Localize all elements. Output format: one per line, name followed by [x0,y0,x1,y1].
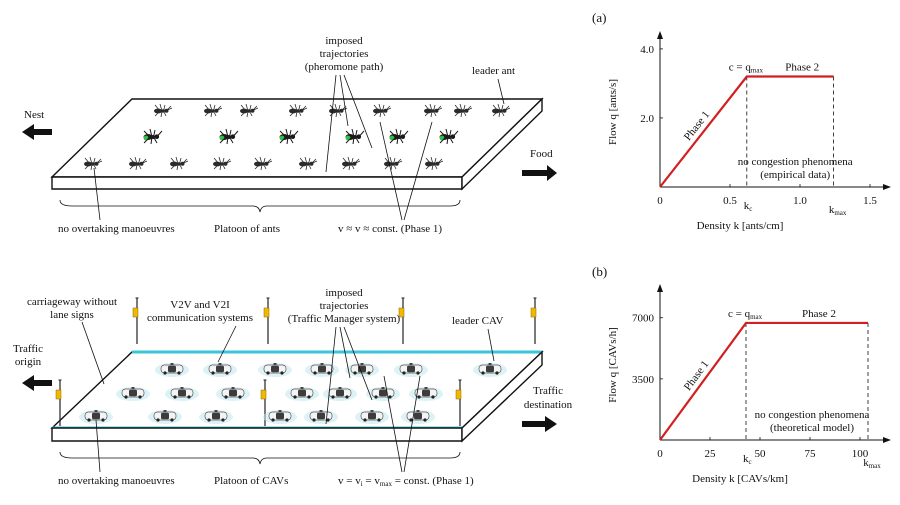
note-line-2: (empirical data) [760,169,830,181]
kc-label: kc [743,453,752,466]
x-tick-label: 1.0 [793,195,807,207]
y-tick-label: 7000 [632,313,655,325]
no-overtaking-cavs-pointer [95,419,101,473]
food-label: Food [530,148,553,160]
svg-text:(Traffic Manager system): (Traffic Manager system) [288,313,401,325]
y-axis-arrow [657,284,663,292]
note-line-1: no congestion phenomena [755,409,870,421]
kmax-label: kmax [829,204,847,217]
ant-platform [50,97,544,191]
svg-text:trajectories: trajectories [320,300,369,312]
kc-label: kc [744,200,753,213]
svg-text:Traffic: Traffic [13,343,43,355]
cav-imposed-trajectories-label: imposed trajectories (Traffic Manager sy… [288,287,401,325]
svg-text:(pheromone path): (pheromone path) [305,61,384,73]
velocity-ants-pointers [379,121,433,221]
svg-text:imposed: imposed [325,35,363,47]
y-tick-label: 4.0 [640,44,654,56]
x-tick-label: 100 [852,448,869,460]
svg-text:lane signs: lane signs [50,309,94,321]
phase2-label: Phase 2 [802,308,836,320]
svg-text:carriageway without: carriageway without [27,296,117,308]
no-overtaking-cavs-label: no overtaking manoeuvres [58,475,175,487]
x-tick-label: 1.5 [863,195,877,207]
v2v-label: V2V and V2I communication systems [147,299,253,324]
carriageway-label: carriageway without lane signs [27,296,117,321]
capacity-label: c = qmax [728,308,763,321]
traffic-destination-arrow [522,416,557,432]
note-line-1: no congestion phenomena [738,156,853,168]
svg-text:communication systems: communication systems [147,312,253,324]
svg-text:Traffic: Traffic [533,385,563,397]
x-tick-label: 0 [657,195,663,207]
flow-density-line [659,321,868,441]
leader-ant-label: leader ant [472,65,515,77]
imposed-trajectories-pointers [325,74,373,173]
no-overtaking-ants-pointer [93,167,101,221]
y-axis-arrow [657,31,663,39]
svg-text:V2V and V2I: V2V and V2I [170,299,230,311]
y-axis-label: Flow q [CAVs/h] [607,327,619,403]
y-axis-label: Flow q [ants/s] [607,79,619,145]
x-tick-label: 0.5 [723,195,737,207]
platoon-ants-label: Platoon of ants [214,223,280,235]
v2v-pointer [217,325,237,363]
y-tick-label: 3500 [632,374,655,386]
phase2-label: Phase 2 [785,62,819,74]
velocity-ants-label: v ≈ v ≈ const. (Phase 1) [338,223,442,235]
svg-text:origin: origin [15,356,42,368]
traffic-origin-label: Traffic origin [13,343,43,368]
leader-ant-pointer [497,78,505,105]
panel-label: (b) [592,264,607,279]
y-tick-label: 2.0 [640,113,654,125]
x-tick-label: 75 [805,448,817,460]
x-tick-label: 0 [657,448,663,460]
svg-text:destination: destination [524,399,573,411]
x-tick-label: 50 [755,448,767,460]
note-line-2: (theoretical model) [770,422,854,434]
x-axis-arrow [883,184,891,190]
x-tick-label: 25 [705,448,717,460]
x-axis-label: Density k [ants/cm] [697,220,784,232]
leader-cav-label: leader CAV [452,315,503,327]
platoon-cavs-brace [59,451,461,465]
platoon-ants-brace [59,199,461,213]
velocity-cavs-pointers [383,375,421,473]
svg-text:trajectories: trajectories [320,48,369,60]
carriageway-pointer [81,321,105,385]
x-axis-arrow [883,437,891,443]
platoon-cavs-label: Platoon of CAVs [214,475,288,487]
traffic-destination-label: Traffic destination [524,385,573,411]
svg-text:imposed: imposed [325,287,363,299]
cav-imposed-trajectories-pointers [325,326,373,425]
x-axis-label: Density k [CAVs/km] [692,473,788,485]
traffic-origin-arrow [22,375,52,391]
kmax-label: kmax [863,457,881,470]
nest-arrow [22,124,52,140]
leader-cav-pointer [487,328,495,362]
food-arrow [522,165,557,181]
imposed-trajectories-label: imposed trajectories (pheromone path) [305,35,384,73]
no-overtaking-ants-label: no overtaking manoeuvres [58,223,175,235]
capacity-label: c = qmax [729,62,764,75]
panel-label: (a) [592,10,606,25]
nest-label: Nest [24,109,44,121]
velocity-cavs-label: v = vi = vmax = const. (Phase 1) [338,475,474,488]
flow-density-line [659,75,834,188]
